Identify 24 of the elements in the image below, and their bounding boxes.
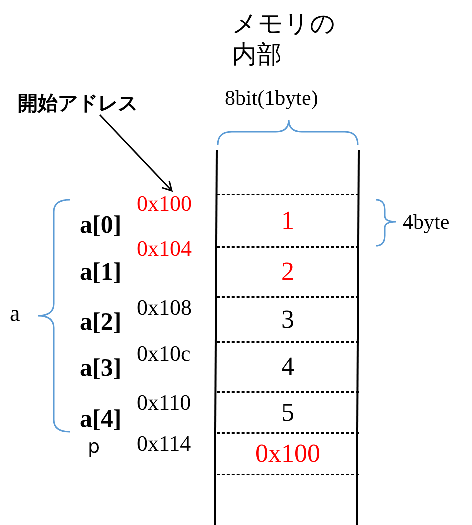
address-label: 0x10c [137, 343, 191, 365]
memory-cell: 4 [217, 341, 359, 393]
size-label: 4byte [403, 212, 450, 233]
element-label: a[2] [80, 310, 122, 335]
element-label: a[3] [80, 356, 122, 381]
arrow [99, 114, 173, 192]
address-label: 0x108 [137, 297, 192, 319]
address-label: 0x110 [137, 392, 192, 414]
memory-cell: 2 [217, 246, 359, 298]
memory-cell: 1 [217, 194, 359, 248]
memory-cell: 0x100 [217, 432, 359, 475]
memory-cell: 3 [217, 296, 359, 343]
element-label: a[1] [80, 260, 122, 285]
pointer-label: p [88, 438, 100, 457]
element-label: a[4] [80, 407, 122, 432]
element-label: a[0] [80, 213, 122, 238]
start-address-label: 開始アドレス [18, 93, 138, 113]
address-label: 0x100 [137, 193, 192, 215]
address-label: 0x104 [137, 238, 192, 260]
width-label: 8bit(1byte) [225, 88, 318, 109]
title: メモリの内部 [232, 8, 337, 70]
array-label: a [10, 302, 20, 325]
address-label: 0x114 [137, 433, 192, 455]
memory-cell: 5 [217, 391, 359, 434]
